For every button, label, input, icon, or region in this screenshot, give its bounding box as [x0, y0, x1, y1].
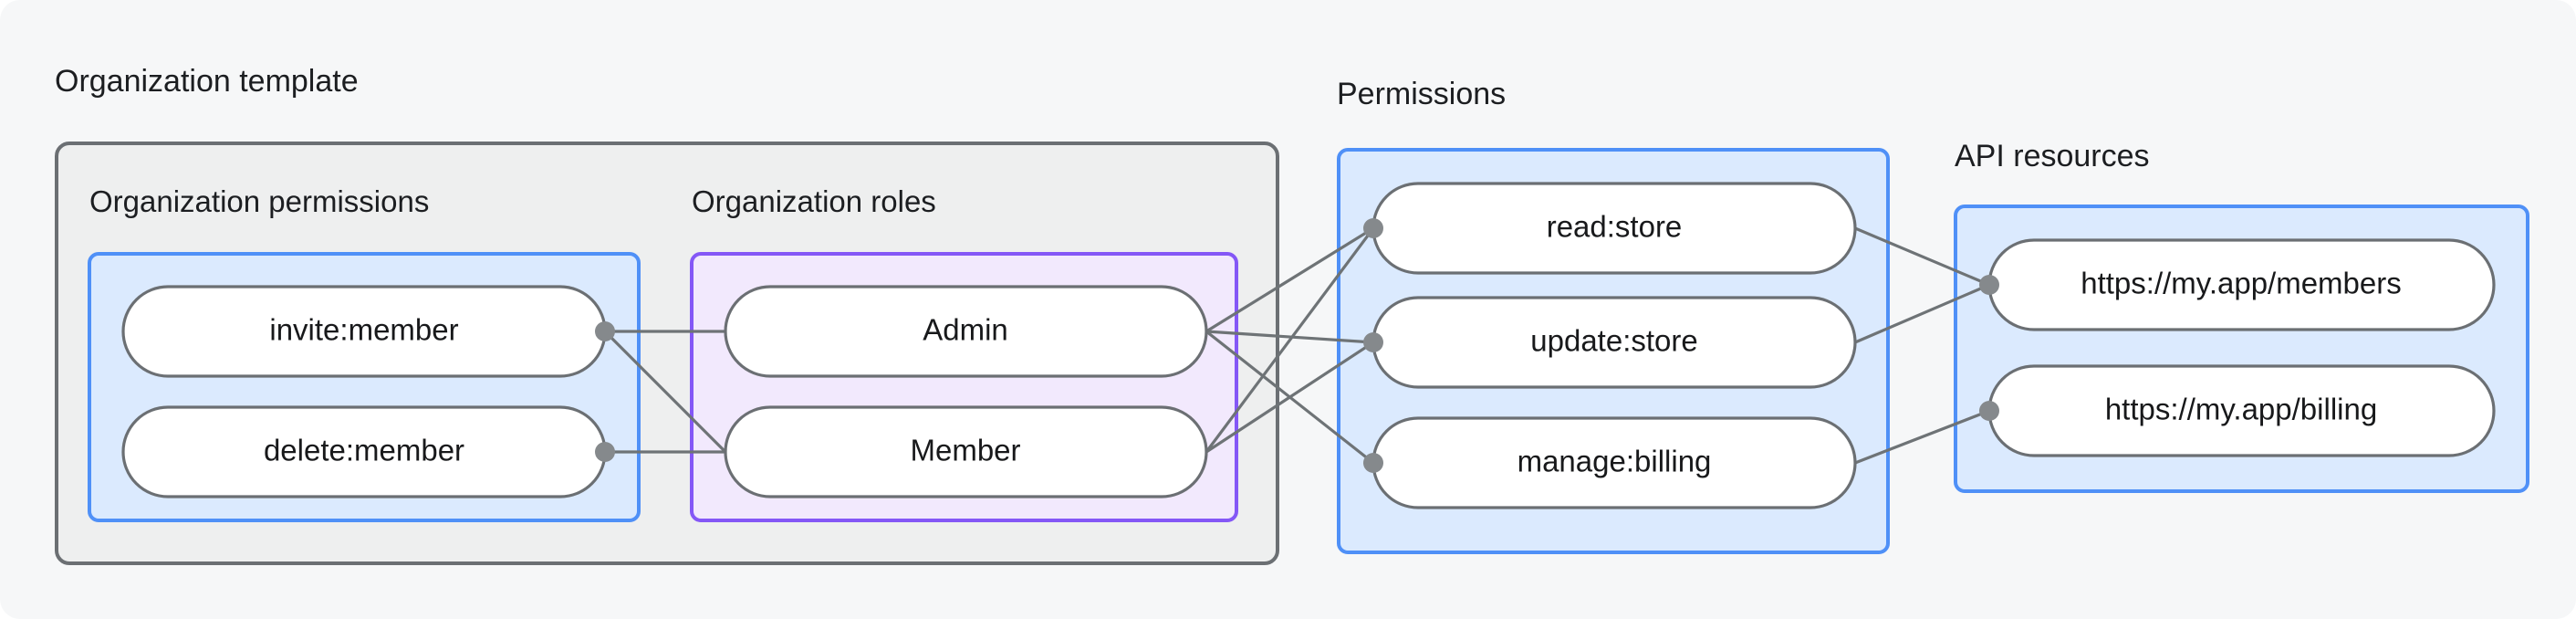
organization-permissions-title: Organization permissions — [89, 184, 429, 218]
dot-members-url-in — [1979, 275, 1999, 295]
edge-admin-to-update-store — [1205, 330, 1374, 344]
dot-update-store-in — [1363, 332, 1383, 352]
edge-update-store-to-members-url — [1854, 283, 1990, 344]
node-manage-billing[interactable]: manage:billing — [1371, 416, 1857, 509]
node-admin[interactable]: Admin — [724, 285, 1208, 378]
organization-template-title: Organization template — [55, 64, 359, 99]
edge-manage-billing-to-billing-url — [1854, 409, 1990, 465]
node-members-url-label: https://my.app/members — [2081, 267, 2402, 300]
edge-layer — [603, 226, 1990, 465]
edge-read-store-to-members-url — [1854, 226, 1990, 287]
dot-delete-member-out — [595, 442, 615, 462]
node-invite-member-label: invite:member — [269, 313, 458, 347]
node-member-label: Member — [910, 434, 1020, 467]
dot-read-store-in — [1363, 218, 1383, 238]
node-update-store[interactable]: update:store — [1371, 296, 1857, 389]
node-read-store-label: read:store — [1547, 210, 1683, 244]
node-manage-billing-label: manage:billing — [1517, 445, 1712, 478]
dot-invite-member-out — [595, 321, 615, 341]
node-members-url[interactable]: https://my.app/members — [1987, 238, 2496, 331]
node-update-store-label: update:store — [1530, 324, 1697, 358]
node-member[interactable]: Member — [724, 405, 1208, 498]
node-delete-member-label: delete:member — [264, 434, 464, 467]
permissions-title: Permissions — [1337, 77, 1506, 111]
api-resources-title: API resources — [1955, 139, 2150, 173]
connector-dot-layer — [595, 218, 1999, 473]
dot-billing-url-in — [1979, 401, 1999, 421]
edge-admin-to-read-store — [1205, 226, 1374, 333]
node-delete-member[interactable]: delete:member — [121, 405, 607, 498]
edge-member-to-update-store — [1205, 341, 1374, 454]
node-admin-label: Admin — [923, 313, 1008, 347]
edge-invite-member-to-member — [603, 330, 727, 454]
node-invite-member[interactable]: invite:member — [121, 285, 607, 378]
node-member-shape[interactable] — [724, 405, 1208, 498]
node-read-store[interactable]: read:store — [1371, 182, 1857, 275]
edge-member-to-read-store — [1205, 227, 1375, 453]
organization-roles-title: Organization roles — [692, 184, 936, 218]
node-admin-shape[interactable] — [724, 285, 1208, 378]
node-billing-url[interactable]: https://my.app/billing — [1987, 364, 2496, 457]
node-billing-url-label: https://my.app/billing — [2105, 393, 2377, 426]
dot-manage-billing-in — [1363, 453, 1383, 473]
